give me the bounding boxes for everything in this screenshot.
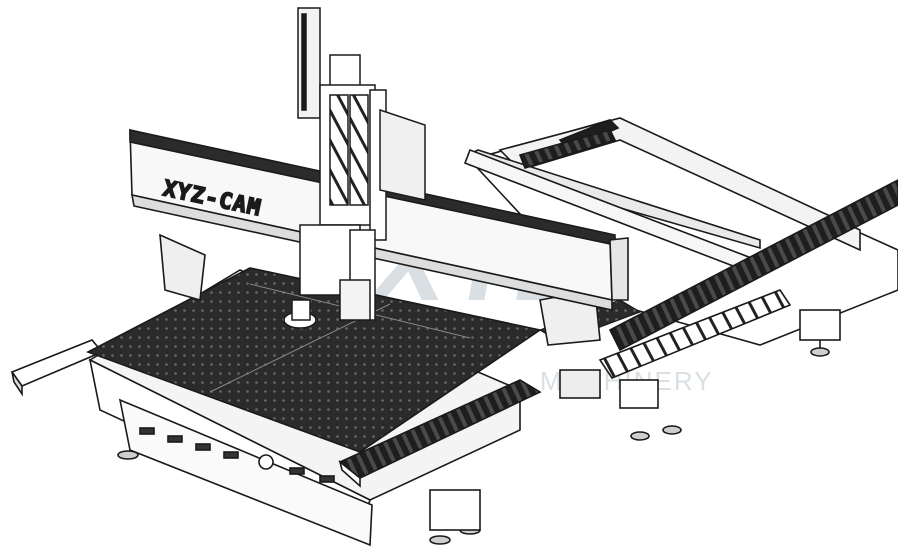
right-rail-assembly <box>463 117 898 441</box>
spindle-carriage <box>283 7 426 329</box>
left-outrigger <box>10 339 104 397</box>
front-cable-channel <box>338 379 542 488</box>
